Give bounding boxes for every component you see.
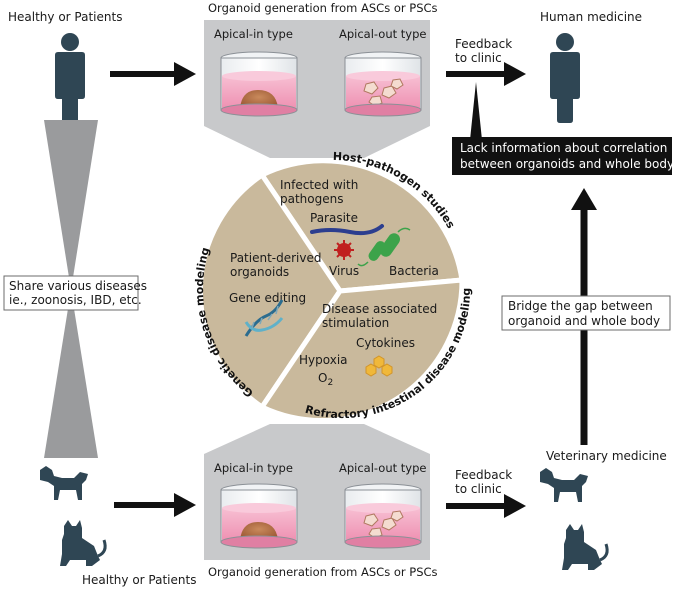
- gene-editing-label: Gene editing: [229, 291, 306, 305]
- host-pathogen-sector: [258, 158, 465, 294]
- top-generation-title: Organoid generation from ASCs or PSCs: [208, 1, 438, 15]
- human-person-icon: [55, 33, 85, 123]
- top-feedback-line1: Feedback: [455, 37, 512, 51]
- bottom-apical-out-label: Apical-out type: [339, 461, 426, 475]
- top-feedback-line2: to clinic: [455, 51, 502, 65]
- cytokines-icon: [365, 355, 393, 377]
- infected-line1: Infected with: [280, 178, 358, 192]
- infected-line2: pathogens: [280, 192, 343, 206]
- share-box-line2: ie., zoonosis, IBD, etc.: [9, 293, 142, 307]
- bottom-dish-apical-out: [344, 483, 422, 549]
- top-arrow-to-organoid: [110, 62, 196, 86]
- bridge-box-line2: organoid and whole body: [508, 314, 660, 328]
- top-target-label: Human medicine: [540, 10, 642, 24]
- dog-icon-left: [40, 466, 88, 500]
- top-dish-apical-out: [344, 51, 422, 117]
- virus-icon: [334, 240, 354, 260]
- parasite-label: Parasite: [310, 211, 358, 225]
- bottom-feedback-line1: Feedback: [455, 468, 512, 482]
- parasite-icon: [310, 224, 384, 236]
- bridge-box-line1: Bridge the gap between: [508, 299, 653, 313]
- lack-information-box: [452, 137, 672, 175]
- top-apical-out-label: Apical-out type: [339, 27, 426, 41]
- lack-box-line2: between organoids and whole body: [460, 157, 674, 171]
- bottom-generation-title: Organoid generation from ASCs or PSCs: [208, 565, 438, 579]
- o2-label: O2: [318, 371, 333, 388]
- cat-icon-right: [562, 524, 609, 570]
- bottom-target-label: Veterinary medicine: [546, 449, 667, 463]
- lack-box-line1: Lack information about correlation: [460, 141, 667, 155]
- top-feedback-arrow: [446, 62, 526, 86]
- bottom-source-label: Healthy or Patients: [82, 573, 196, 587]
- patient-derived-line1: Patient-derived: [230, 251, 321, 265]
- lack-pointer-spike: [470, 82, 482, 140]
- top-dish-apical-in: [220, 51, 298, 117]
- bottom-arrow-to-organoid: [114, 493, 196, 517]
- dna-icon: [244, 299, 284, 337]
- genetic-disease-sector: [197, 171, 344, 411]
- share-box-line1: Share various diseases: [9, 279, 147, 293]
- hypoxia-label: Hypoxia: [299, 353, 348, 367]
- bottom-feedback-line2: to clinic: [455, 482, 502, 496]
- cytokines-label: Cytokines: [356, 336, 415, 350]
- bottom-apical-in-label: Apical-in type: [214, 461, 293, 475]
- hourglass-shape: [44, 120, 98, 458]
- top-apical-in-label: Apical-in type: [214, 27, 293, 41]
- bacteria-label: Bacteria: [389, 264, 439, 278]
- cat-icon-left: [60, 520, 107, 566]
- bridge-gap-box: [501, 295, 671, 331]
- refractory-disease-sector: [258, 277, 465, 423]
- research-circle: [197, 158, 465, 423]
- human-medicine-person-icon: [550, 33, 580, 123]
- share-diseases-box: [3, 275, 139, 311]
- bottom-feedback-arrow: [446, 494, 526, 518]
- bacteria-icon: [357, 227, 411, 267]
- disease-stim-line2: stimulation: [322, 316, 389, 330]
- virus-label: Virus: [329, 264, 359, 278]
- patient-derived-line2: organoids: [230, 265, 289, 279]
- disease-stim-line1: Disease associated: [322, 302, 437, 316]
- dog-icon-right: [540, 468, 588, 502]
- bottom-dish-apical-in: [220, 483, 298, 549]
- top-source-label: Healthy or Patients: [8, 10, 122, 24]
